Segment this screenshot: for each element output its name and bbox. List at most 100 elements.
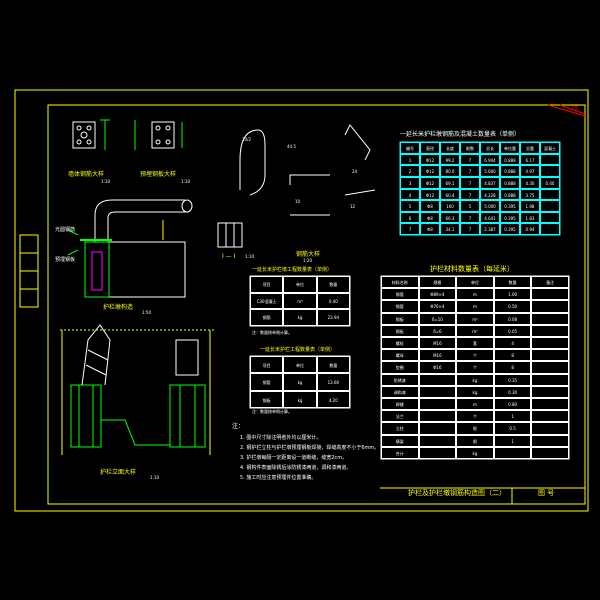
table-cell: 100 — [440, 200, 460, 212]
table-cell: kg — [283, 390, 317, 408]
pier-construction — [67, 199, 193, 298]
table-cell: 0.05 — [493, 324, 532, 337]
title-block — [380, 487, 585, 504]
table-cell: 2 — [400, 165, 420, 177]
table-cell — [531, 385, 569, 398]
table-cell: 1 — [400, 153, 420, 166]
table-cell: 4.30 — [520, 176, 540, 189]
table-cell: 螺母 — [381, 349, 419, 362]
table-top-title: 一延长米护栏墩钢筋及混凝土数量表（单侧） — [400, 131, 521, 138]
note-2: 2. 钢护栏立柱与护栏墩预埋钢板焊接，焊缝高度不小于6mm。 — [240, 445, 380, 451]
table-header-cell: 总重 — [520, 142, 540, 154]
table-cell — [540, 188, 560, 201]
table-cell: Φ16 — [418, 361, 457, 374]
table-header-cell: 编号 — [400, 142, 420, 154]
table-cell: 69.1 — [440, 176, 460, 189]
table-cell: 0.395 — [500, 223, 520, 235]
table-cell — [531, 434, 569, 447]
table-header-cell: 根数 — [460, 142, 480, 154]
table-cell: 99.2 — [440, 153, 460, 166]
table-header-cell: 长度 — [440, 142, 460, 154]
label-embedded-plate: 预埋钢板大样 — [140, 171, 177, 178]
table-cell — [531, 373, 569, 386]
table-mid2-note: 注：数量按单侧计算。 — [252, 409, 292, 414]
label-elevation: 护栏立面大样 — [100, 469, 137, 476]
table-header-cell: 单位重 — [500, 142, 520, 154]
table-cell: 钢板 — [381, 312, 419, 325]
table-cell — [531, 349, 569, 362]
table-cell: Φ89×4 — [418, 288, 457, 301]
table-cell: Φ12 — [420, 165, 440, 177]
table-cell: 0.94 — [520, 223, 540, 235]
table-cell: 0.5 — [493, 422, 532, 435]
table-cell: Φ76×4 — [418, 300, 457, 313]
table-cell: Φ8 — [420, 211, 440, 224]
table-header-cell: 规格 — [418, 276, 457, 289]
table-cell — [531, 410, 569, 423]
inner-frame — [47, 104, 586, 505]
table-cell: kg — [283, 309, 317, 326]
scale-rebar-detail: 1:20 — [303, 258, 312, 263]
table-cell — [531, 398, 569, 411]
table-cell: 调和漆 — [381, 385, 419, 398]
dim-5: 12 — [350, 204, 356, 209]
table-cell — [531, 337, 569, 350]
table-header-cell: 单位 — [283, 276, 317, 293]
table-mid1-title: 一延长米护栏墩工程数量表（单侧） — [252, 267, 333, 273]
table-cell: 8 — [493, 349, 532, 362]
table-cell — [418, 398, 457, 411]
table-cell: 23.94 — [316, 309, 350, 326]
table-cell: 个 — [456, 410, 494, 423]
table-cell — [540, 153, 560, 166]
table-cell: Φ12 — [420, 176, 440, 189]
table-cell: 个 — [456, 349, 494, 362]
guardrail-elevation — [60, 324, 215, 455]
table-cell: 13.60 — [316, 373, 350, 391]
table-header-cell: 总长 — [480, 142, 500, 154]
drawing-number-label: 图 号 — [538, 489, 555, 497]
table-cell: 4.228 — [480, 188, 500, 201]
table-header-cell: 直径 — [420, 142, 440, 154]
scale-elevation: 1:10 — [150, 475, 159, 480]
label-pier-construction: 护栏墩构造 — [103, 304, 134, 311]
table-cell: kg — [456, 373, 494, 386]
label-wall-rebar: 墙体钢筋大样 — [68, 171, 105, 178]
table-cell: m — [456, 300, 494, 313]
dim-3: 24 — [352, 169, 358, 174]
table-cell: δ=6 — [418, 324, 457, 337]
table-cell: 5.600 — [480, 165, 500, 177]
table-cell: 80.0 — [440, 165, 460, 177]
note-4: 4. 钢构件表面除锈后涂防锈漆两道，调和漆两道。 — [240, 465, 352, 471]
table-header-cell: 项目 — [250, 356, 284, 374]
scale-pier-construction: 1:50 — [142, 310, 151, 315]
note-3: 3. 护栏墩每隔一定距离设一道断缝，缝宽2cm。 — [240, 455, 348, 461]
table-cell: 4.20 — [316, 390, 350, 408]
table-cell: 4 — [400, 188, 420, 201]
dim-4: 10 — [295, 199, 301, 204]
scale-embedded-plate: 1:10 — [181, 179, 190, 184]
table-header-cell: 单位 — [283, 356, 317, 374]
table-cell: 4.641 — [480, 211, 500, 224]
table-cell: Φ12 — [420, 153, 440, 166]
table-header-cell: 项目 — [250, 276, 284, 293]
table-cell: δ=10 — [418, 312, 457, 325]
dim-1: 20/2 — [242, 137, 251, 142]
table-cell: 1.00 — [493, 288, 532, 301]
table-cell: 0.888 — [500, 176, 520, 189]
table-cell — [493, 446, 532, 459]
table-cell: 0.30 — [493, 385, 532, 398]
table-cell — [531, 422, 569, 435]
rebar-details — [217, 124, 376, 248]
callout-embedded-plate: 预埋钢板 — [55, 257, 76, 263]
table-cell: 66.3 — [440, 211, 460, 224]
table-cell: 0.888 — [500, 188, 520, 201]
table-cell: 2.387 — [480, 223, 500, 235]
table-cell: Φ12 — [420, 188, 440, 201]
plate-detail-b — [134, 120, 183, 150]
left-strip — [19, 234, 39, 308]
table-cell — [531, 300, 569, 313]
table-cell: 0.395 — [500, 200, 520, 212]
